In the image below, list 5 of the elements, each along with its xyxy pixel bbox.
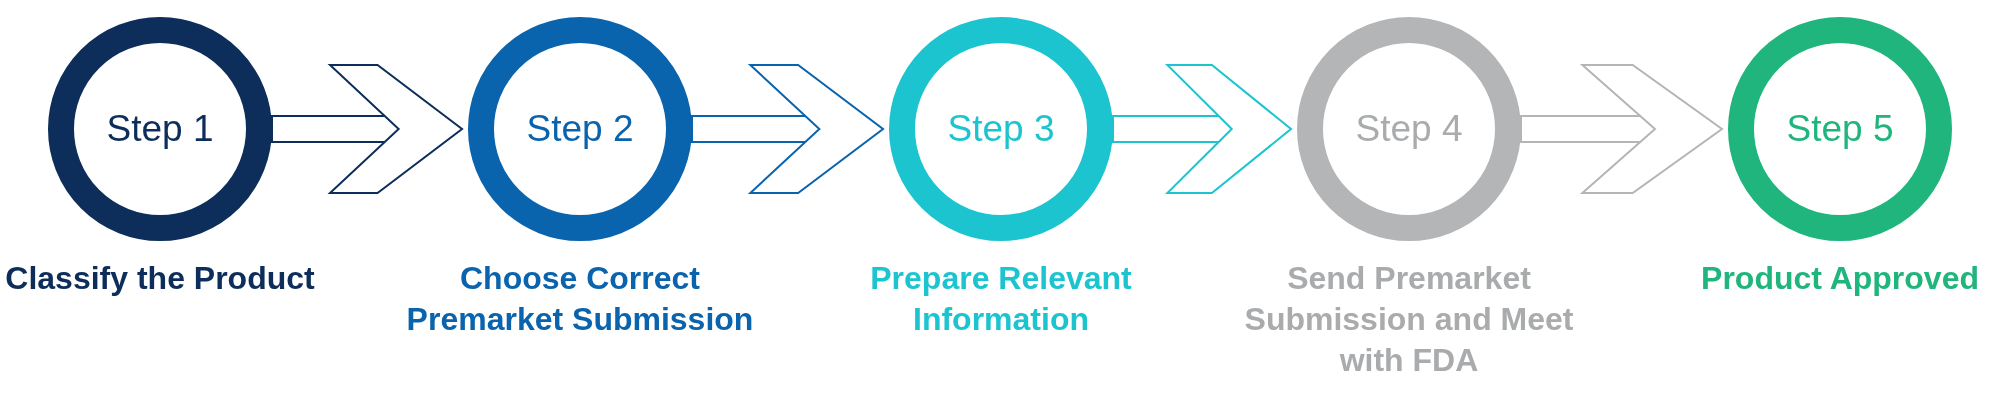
- step-label: Product Approved: [1701, 259, 1979, 298]
- step-label: Prepare Relevant Information: [869, 259, 1133, 339]
- step-label: Classify the Product: [5, 259, 315, 298]
- step-label: Choose Correct Premarket Submission: [405, 259, 755, 339]
- step-label: Send Premarket Submission and Meet with FDA: [1243, 259, 1575, 380]
